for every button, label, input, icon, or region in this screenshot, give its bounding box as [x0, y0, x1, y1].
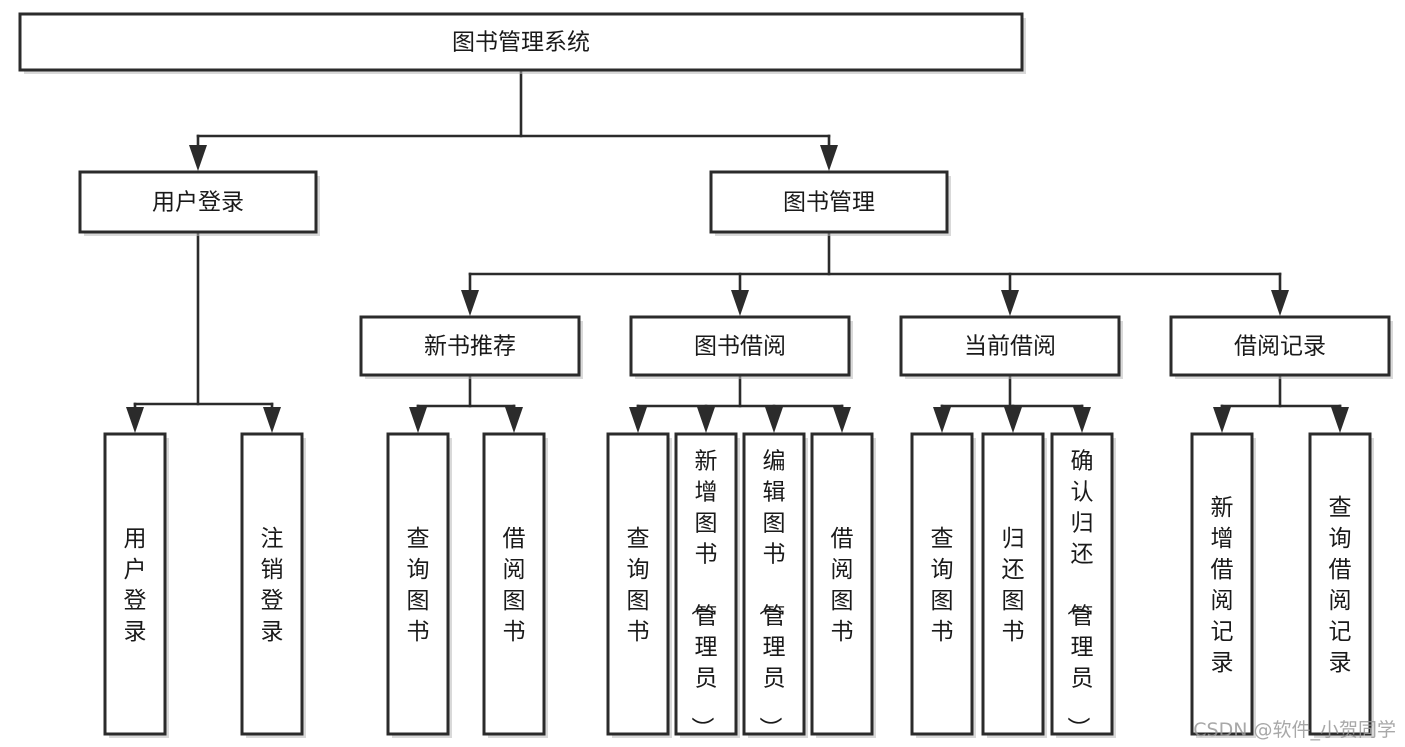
node-leaf-add-book[interactable]: 新增图书（管理员） — [674, 432, 740, 740]
node-box[interactable] — [18, 12, 1024, 72]
node-leaf-borrow-book-1[interactable]: 借阅图书 — [482, 432, 548, 738]
arrow-head-icon — [1271, 290, 1289, 316]
node-leaf-query-book-1[interactable]: 查询图书 — [386, 432, 452, 738]
edge-group-new-book-rec — [409, 373, 523, 433]
node-label: 借阅图书 — [503, 526, 526, 645]
node-label: 用户登录 — [152, 190, 244, 216]
arrow-head-icon — [189, 145, 207, 171]
node-label: 图书管理 — [783, 190, 875, 216]
node-box[interactable] — [674, 432, 738, 736]
edge-group-current-borrow — [933, 373, 1091, 433]
node-box[interactable] — [910, 432, 974, 736]
arrow-head-icon — [629, 407, 647, 433]
arrow-head-icon — [1001, 290, 1019, 316]
arrow-head-icon — [505, 407, 523, 433]
node-label: 借阅图书 — [831, 526, 854, 645]
node-label: 查询借阅记录 — [1329, 495, 1352, 676]
arrow-head-icon — [1331, 407, 1349, 433]
node-user-login[interactable]: 用户登录 — [78, 170, 320, 236]
edge-group-book-manage — [461, 230, 1289, 316]
connector-layer — [126, 68, 1349, 433]
arrow-head-icon — [409, 407, 427, 433]
node-box[interactable] — [103, 432, 167, 736]
node-label: 用户登录 — [124, 526, 147, 645]
arrow-head-icon — [765, 407, 783, 433]
node-leaf-query-book-2[interactable]: 查询图书 — [606, 432, 672, 738]
edge-group-borrow-record — [1213, 373, 1349, 433]
node-leaf-user-login[interactable]: 用户登录 — [103, 432, 169, 738]
node-label: 确认归还（管理员） — [1065, 449, 1094, 740]
arrow-head-icon — [933, 407, 951, 433]
node-label: 新书推荐 — [424, 334, 516, 360]
node-box[interactable] — [1050, 432, 1114, 736]
node-label: 查询图书 — [407, 526, 430, 645]
node-box[interactable] — [606, 432, 670, 736]
edge-group-book-borrow — [629, 373, 851, 433]
node-new-book-rec[interactable]: 新书推荐 — [359, 315, 583, 379]
node-leaf-add-record[interactable]: 新增借阅记录 — [1190, 432, 1256, 738]
arrow-head-icon — [1073, 407, 1091, 433]
node-box[interactable] — [742, 432, 806, 736]
arrow-head-icon — [263, 407, 281, 433]
arrow-head-icon — [126, 407, 144, 433]
node-label: 查询图书 — [931, 526, 954, 645]
node-leaf-query-record[interactable]: 查询借阅记录 — [1308, 432, 1374, 738]
node-box[interactable] — [1169, 315, 1391, 377]
node-label: 借阅记录 — [1234, 334, 1326, 360]
arrow-head-icon — [461, 290, 479, 316]
node-label: 注销登录 — [261, 526, 284, 645]
node-current-borrow[interactable]: 当前借阅 — [899, 315, 1123, 379]
node-box[interactable] — [482, 432, 546, 736]
node-box[interactable] — [1190, 432, 1254, 736]
node-leaf-return-book[interactable]: 归还图书 — [981, 432, 1047, 738]
arrow-head-icon — [731, 290, 749, 316]
node-layer: 图书管理系统用户登录图书管理新书推荐图书借阅当前借阅借阅记录用户登录注销登录查询… — [18, 12, 1393, 740]
node-box[interactable] — [709, 170, 949, 234]
node-root[interactable]: 图书管理系统 — [18, 12, 1026, 74]
node-book-borrow[interactable]: 图书借阅 — [629, 315, 853, 379]
node-leaf-logout[interactable]: 注销登录 — [240, 432, 306, 738]
node-leaf-confirm-return[interactable]: 确认归还（管理员） — [1050, 432, 1116, 740]
node-box[interactable] — [386, 432, 450, 736]
edge-group-user-login — [126, 230, 281, 433]
node-box[interactable] — [629, 315, 851, 377]
node-box[interactable] — [240, 432, 304, 736]
node-label: 新增图书（管理员） — [689, 449, 718, 740]
node-leaf-borrow-book-2[interactable]: 借阅图书 — [810, 432, 876, 738]
arrow-head-icon — [820, 145, 838, 171]
node-label: 图书管理系统 — [452, 30, 590, 56]
node-label: 查询图书 — [627, 526, 650, 645]
node-box[interactable] — [78, 170, 318, 234]
node-box[interactable] — [1308, 432, 1372, 736]
node-box[interactable] — [810, 432, 874, 736]
node-borrow-record[interactable]: 借阅记录 — [1169, 315, 1393, 379]
node-leaf-edit-book[interactable]: 编辑图书（管理员） — [742, 432, 808, 740]
node-label: 新增借阅记录 — [1211, 495, 1234, 676]
edge-group-root — [189, 68, 838, 171]
node-label: 当前借阅 — [964, 334, 1056, 360]
node-label: 编辑图书（管理员） — [757, 449, 786, 740]
node-book-manage[interactable]: 图书管理 — [709, 170, 951, 236]
arrow-head-icon — [697, 407, 715, 433]
node-box[interactable] — [981, 432, 1045, 736]
csdn-watermark: CSDN @软件_小贺同学 — [1193, 719, 1396, 741]
node-box[interactable] — [359, 315, 581, 377]
node-label: 图书借阅 — [694, 334, 786, 360]
arrow-head-icon — [1213, 407, 1231, 433]
node-box[interactable] — [899, 315, 1121, 377]
arrow-head-icon — [1004, 407, 1022, 433]
node-label: 归还图书 — [1002, 526, 1025, 645]
arrow-head-icon — [833, 407, 851, 433]
node-leaf-query-book-3[interactable]: 查询图书 — [910, 432, 976, 738]
